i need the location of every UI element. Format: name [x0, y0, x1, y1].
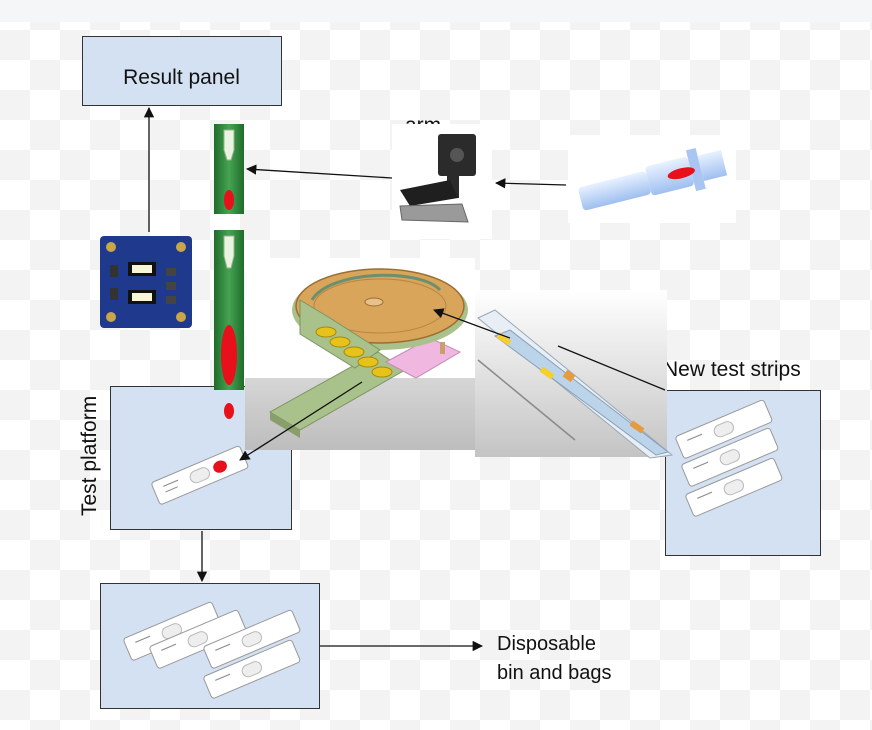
sample-tube-top-icon [214, 124, 244, 214]
feeder-icon [475, 290, 674, 459]
syringe-icon [568, 135, 736, 223]
arrow-strips-to-feeder [557, 345, 666, 391]
arrow-arm-to-tube [245, 164, 393, 179]
test-strip-platform [151, 445, 249, 505]
arrow-syringe-to-arm [494, 178, 567, 189]
top-band [0, 0, 872, 22]
new-strips-stack [675, 399, 783, 517]
arrow-feeder-to-carousel [433, 308, 511, 339]
result-panel-box: Result panel [82, 36, 282, 106]
result-panel-label: Result panel [123, 66, 240, 89]
disposable-label-line2: bin and bags [497, 662, 612, 684]
flow-arrows [143, 106, 666, 652]
new-test-strips-label: New test strips [663, 358, 801, 381]
arrow-rail-to-platform [239, 381, 363, 461]
sensor-board-icon [100, 236, 192, 328]
disposable-label-line1: Disposable [497, 633, 596, 655]
robot-arm-icon [392, 124, 492, 239]
carousel-icon [245, 258, 475, 450]
used-strips-stack [123, 601, 301, 699]
sample-tube-bottom-icon [214, 230, 244, 419]
